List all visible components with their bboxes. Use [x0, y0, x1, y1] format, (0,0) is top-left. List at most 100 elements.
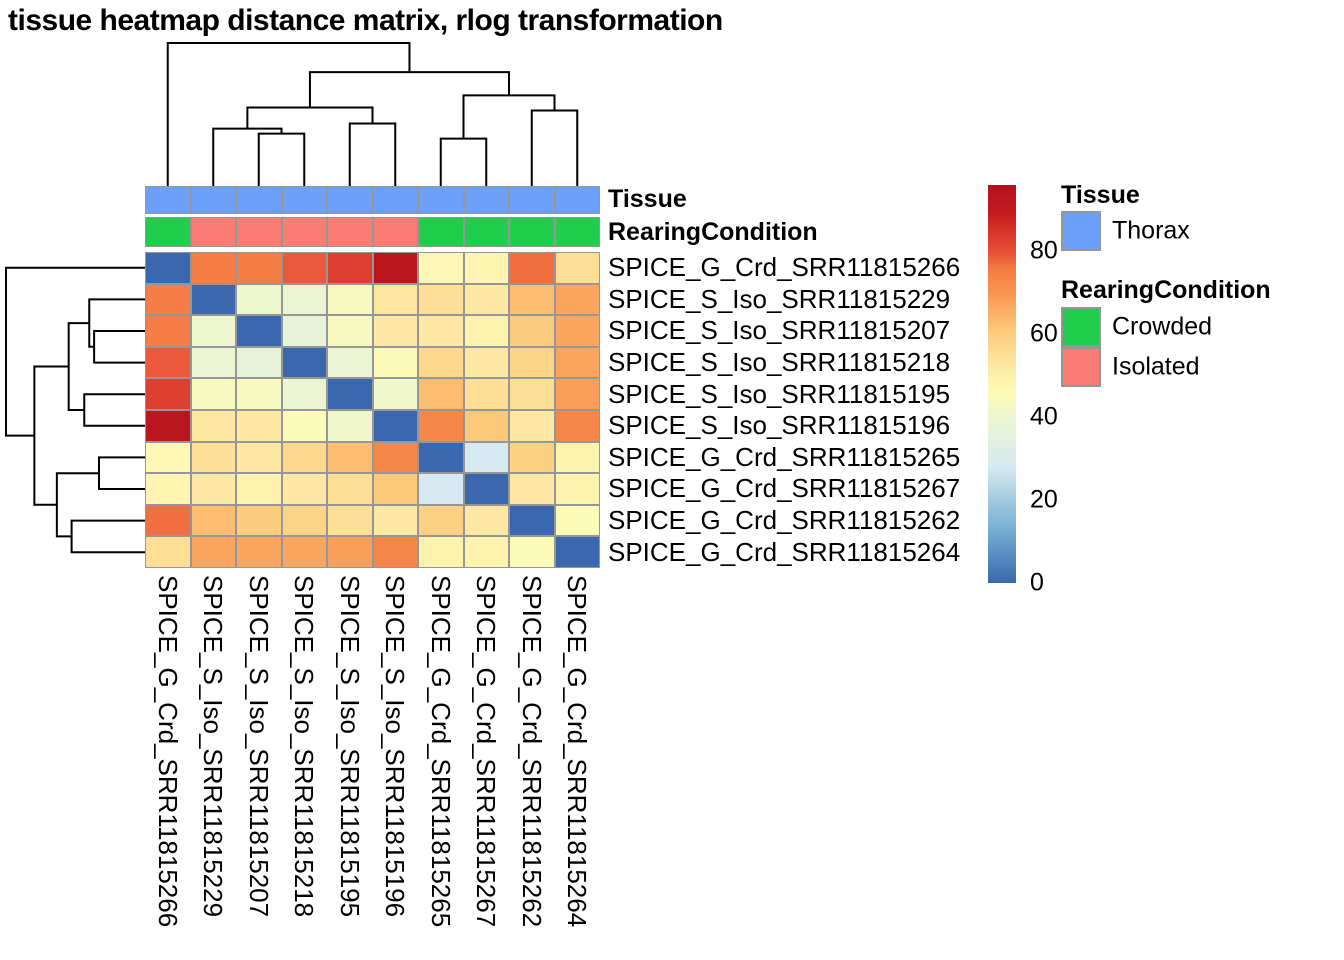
heatmap-cell — [281, 473, 327, 505]
heatmap-cell — [554, 346, 600, 379]
tissue-annotation-cell — [327, 186, 373, 214]
heatmap-cell — [372, 410, 418, 442]
heatmap-cell — [463, 346, 509, 379]
column-label: SPICE_G_Crd_SRR11815265 — [425, 575, 456, 928]
dendrogram-branch — [530, 109, 579, 186]
heatmap-cell — [372, 346, 418, 379]
tissue-annotation-cell — [509, 186, 555, 214]
tissue-annotation-label: Tissue — [608, 184, 687, 213]
heatmap-cell — [281, 346, 327, 379]
tissue-annotation-bar — [145, 186, 600, 214]
tissue-annotation-cell — [190, 186, 236, 214]
heatmap-cell — [190, 473, 236, 505]
heatmap-cell — [190, 283, 236, 316]
rearing-annotation-cell — [463, 217, 509, 247]
heatmap-cell — [509, 536, 555, 568]
dendrogram-branch — [348, 122, 397, 186]
heatmap-cell — [509, 315, 555, 347]
dendrogram-branch — [166, 42, 411, 186]
row-label: SPICE_G_Crd_SRR11815262 — [608, 505, 961, 536]
heatmap-cell — [281, 252, 327, 284]
colorbar-tick-label: 80 — [1030, 236, 1058, 265]
row-label: SPICE_S_Iso_SRR11815207 — [608, 315, 951, 346]
heatmap-cell — [463, 410, 509, 442]
heatmap-cell — [554, 536, 600, 568]
legend-swatch — [1061, 211, 1101, 251]
dendrogram-branch — [439, 137, 488, 186]
dendrogram-branch — [462, 94, 556, 139]
heatmap-cell — [554, 283, 600, 316]
rearing-annotation-cell — [281, 217, 327, 247]
heatmap-cell — [190, 378, 236, 410]
dendrogram-branch — [70, 519, 145, 554]
legend-item-label: Thorax — [1112, 216, 1190, 245]
heatmap-cell — [190, 536, 236, 568]
heatmap-cell — [509, 283, 555, 316]
heatmap-cell — [281, 504, 327, 537]
row-label: SPICE_G_Crd_SRR11815267 — [608, 473, 961, 504]
heatmap-cell — [418, 410, 464, 442]
column-label: SPICE_G_Crd_SRR11815262 — [516, 575, 547, 928]
heatmap-cell — [236, 504, 282, 537]
heatmap-cell — [281, 536, 327, 568]
heatmap-cell — [509, 410, 555, 442]
rearing-annotation-cell — [145, 217, 191, 247]
tissue-annotation-cell — [372, 186, 418, 214]
heatmap-cell — [418, 504, 464, 537]
colorbar-tick-label: 0 — [1030, 568, 1044, 597]
heatmap-cell — [509, 252, 555, 284]
rearing-annotation-cell — [372, 217, 418, 247]
heatmap-cell — [190, 252, 236, 284]
tissue-annotation-cell — [281, 186, 327, 214]
heatmap-cell — [418, 315, 464, 347]
heatmap-cell — [463, 315, 509, 347]
heatmap-cell — [418, 473, 464, 505]
heatmap-cell — [145, 378, 191, 410]
heatmap-cell — [554, 504, 600, 537]
rearing-annotation-cell — [190, 217, 236, 247]
heatmap-cell — [418, 378, 464, 410]
legend-swatch — [1061, 347, 1101, 387]
rearing-condition-annotation-bar — [145, 217, 600, 247]
heatmap-cell — [236, 378, 282, 410]
row-label: SPICE_S_Iso_SRR11815196 — [608, 410, 951, 441]
heatmap-cell — [327, 441, 373, 474]
heatmap-cell — [372, 283, 418, 316]
heatmap-cell — [190, 315, 236, 347]
heatmap-cell — [554, 252, 600, 284]
heatmap-cell — [145, 283, 191, 316]
heatmap-cell — [372, 315, 418, 347]
column-label: SPICE_S_Iso_SRR11815218 — [289, 575, 320, 918]
legend-rearing-heading: RearingCondition — [1061, 276, 1271, 304]
dendrogram-branch — [246, 106, 374, 129]
heatmap-cell — [372, 504, 418, 537]
heatmap-cell — [327, 504, 373, 537]
dendrogram-branch — [33, 365, 69, 506]
heatmap-cell — [554, 410, 600, 442]
heatmap-cell — [372, 378, 418, 410]
heatmap-cell — [327, 346, 373, 379]
heatmap-cell — [281, 410, 327, 442]
dendrogram-branch — [67, 322, 90, 411]
heatmap-cell — [145, 410, 191, 442]
heatmap-cell — [236, 410, 282, 442]
heatmap-cell — [145, 473, 191, 505]
colorbar-tick-label: 40 — [1030, 402, 1058, 431]
dendrogram-branch — [308, 71, 510, 108]
heatmap-cell — [327, 536, 373, 568]
heatmap-cell — [236, 283, 282, 316]
heatmap-cell — [145, 536, 191, 568]
heatmap-cell — [463, 378, 509, 410]
heatmap-cell — [372, 252, 418, 284]
dendrogram-branch — [257, 132, 306, 186]
rearing-annotation-cell — [509, 217, 555, 247]
dendrogram-branch — [55, 472, 99, 538]
heatmap-cell — [327, 252, 373, 284]
tissue-annotation-cell — [418, 186, 464, 214]
heatmap-cell — [418, 441, 464, 474]
heatmap-cell — [236, 315, 282, 347]
column-label: SPICE_G_Crd_SRR11815267 — [471, 575, 502, 928]
heatmap-cell — [418, 346, 464, 379]
dendrogram-branch — [97, 456, 145, 490]
